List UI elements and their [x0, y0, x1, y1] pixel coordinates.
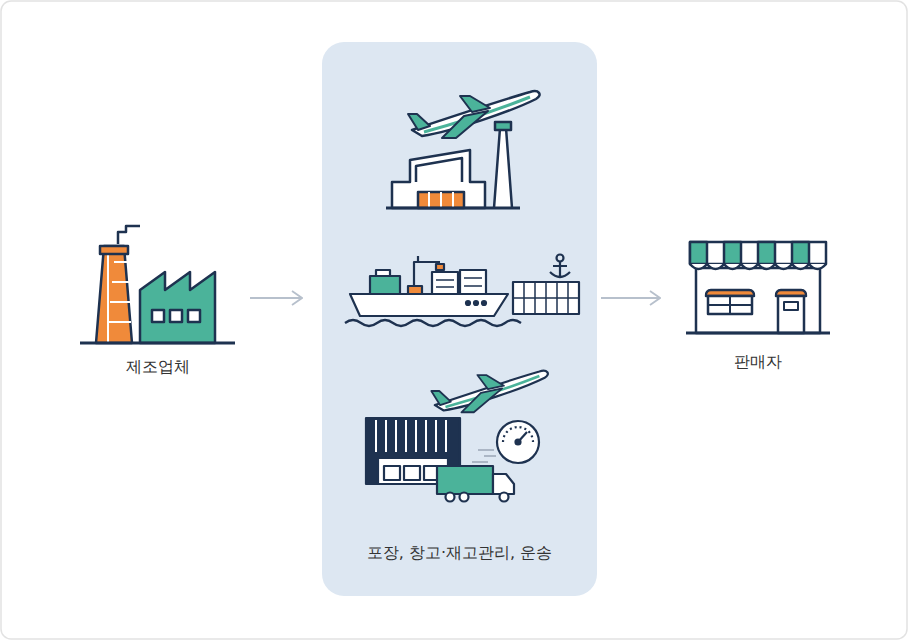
airport-icon	[386, 91, 540, 208]
node-label: 포장, 창고·재고관리, 운송	[322, 543, 597, 563]
actor-node: 제조업체	[70, 215, 246, 380]
flow-arrow	[250, 297, 302, 299]
node-label: 판매자	[680, 352, 836, 372]
service-panel: 포장, 창고·재고관리, 운송	[322, 42, 597, 596]
panel-ground	[322, 42, 597, 596]
actor-node: 판매자	[680, 232, 836, 377]
logistics-icon	[366, 371, 548, 502]
flow-arrow	[601, 297, 660, 299]
store-icon	[686, 242, 830, 333]
node-label: 제조업체	[70, 357, 246, 377]
factory-icon	[80, 226, 235, 343]
ship-icon	[345, 255, 579, 327]
